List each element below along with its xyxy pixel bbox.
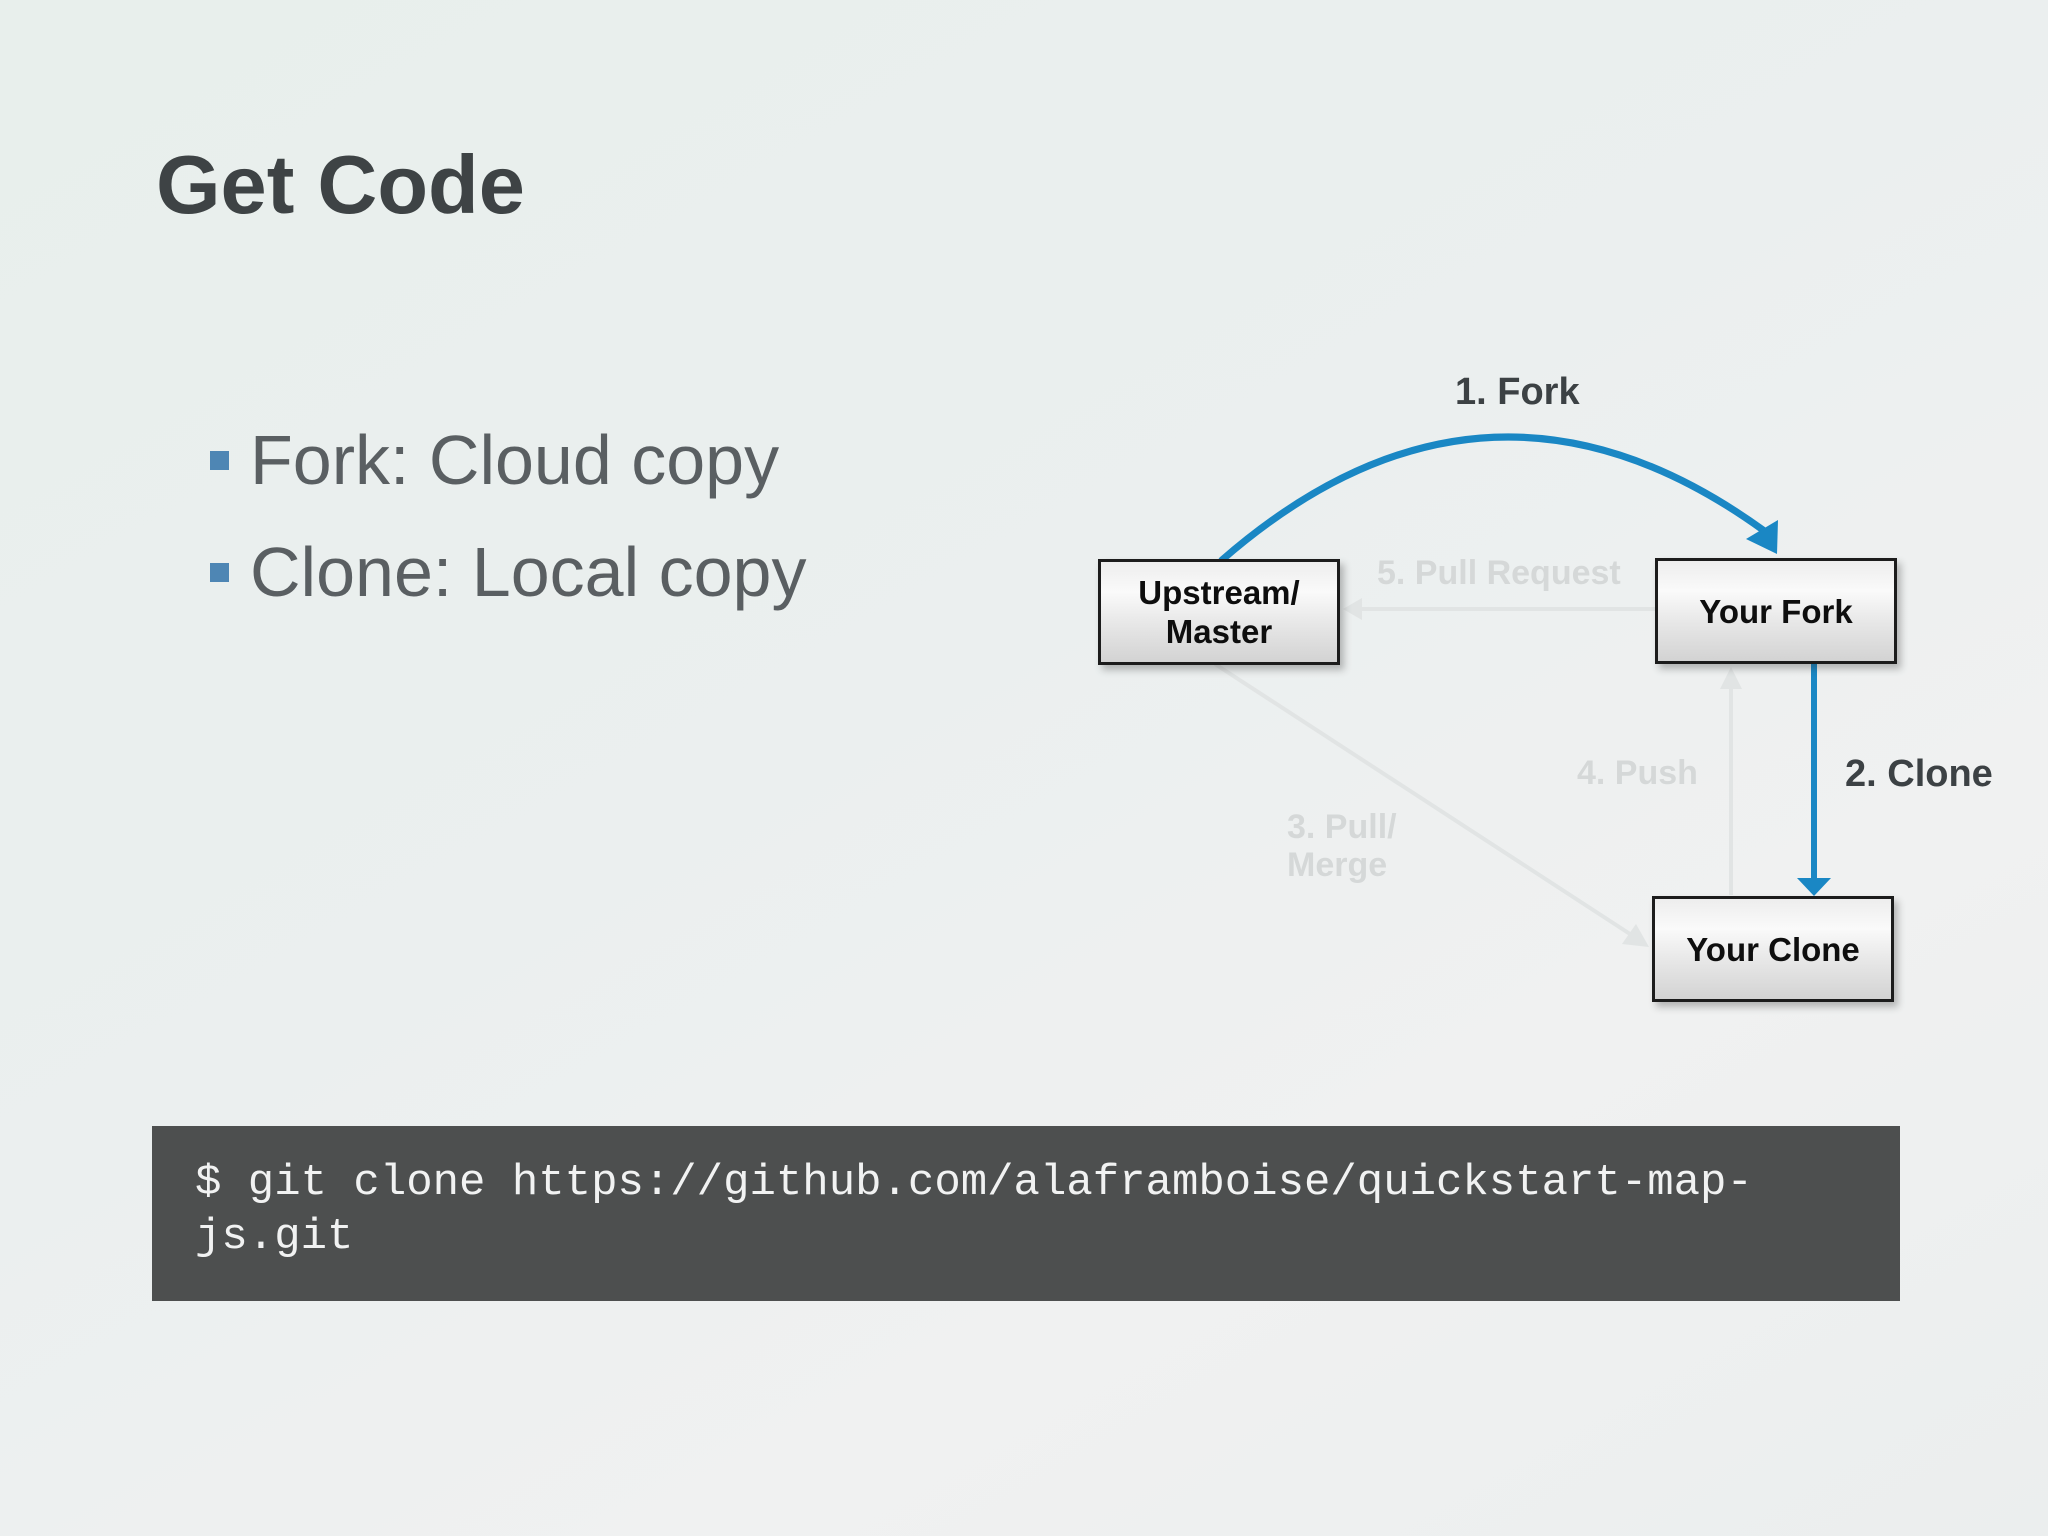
node-label: Upstream/ Master (1138, 574, 1300, 650)
edge-label-clone: 2. Clone (1845, 753, 1993, 795)
node-label: Your Clone (1686, 930, 1860, 968)
edge-clone-arrow (1797, 664, 1831, 896)
bullet-item: Clone: Local copy (210, 527, 806, 617)
bullet-square-icon (210, 562, 229, 582)
node-label: Your Fork (1699, 592, 1853, 630)
code-block: $ git clone https://github.com/alaframbo… (152, 1126, 1900, 1301)
code-command: $ git clone https://github.com/alaframbo… (195, 1158, 1753, 1262)
bullet-square-icon (210, 450, 229, 470)
node-upstream-master: Upstream/ Master (1098, 559, 1340, 665)
edge-label-pull-request: 5. Pull Request (1377, 554, 1621, 592)
edge-fork-arrow (1218, 433, 1778, 564)
slide-title: Get Code (156, 138, 525, 231)
edge-label-push: 4. Push (1577, 754, 1698, 792)
edge-label-fork: 1. Fork (1455, 371, 1580, 413)
edge-label-pull-merge: 3. Pull/ Merge (1287, 808, 1397, 884)
bullet-label: Clone: Local copy (250, 533, 807, 611)
edge-pull-merge-arrow (1213, 662, 1649, 947)
node-your-clone: Your Clone (1652, 896, 1894, 1002)
bullet-label: Fork: Cloud copy (250, 421, 780, 499)
edge-push-arrow (1720, 667, 1742, 895)
node-your-fork: Your Fork (1655, 558, 1897, 664)
edge-pull-request-arrow (1343, 598, 1655, 620)
bullet-item: Fork: Cloud copy (210, 415, 779, 505)
